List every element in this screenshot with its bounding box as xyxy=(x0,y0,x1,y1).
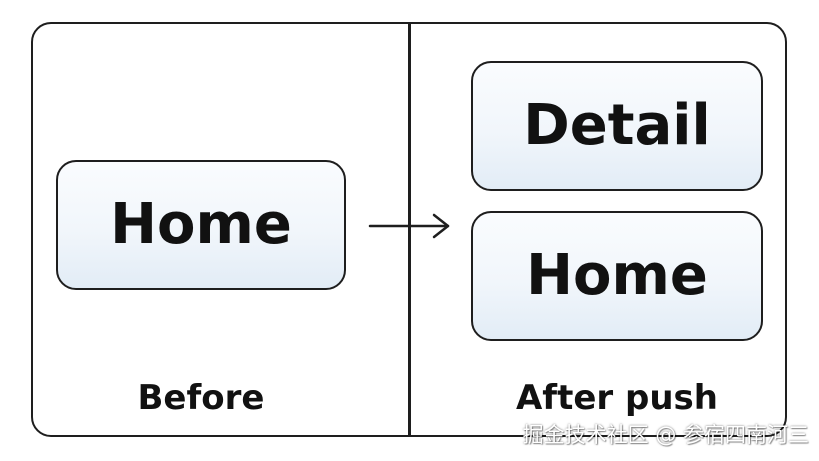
after-caption: After push xyxy=(515,378,718,418)
before-home-label: Home xyxy=(110,192,292,257)
before-caption: Before xyxy=(137,378,265,418)
panel-divider xyxy=(408,23,411,436)
after-home-screen-card: Home xyxy=(471,211,763,341)
after-detail-screen-card: Detail xyxy=(471,61,763,191)
right-arrow-icon xyxy=(368,213,450,239)
after-home-label: Home xyxy=(526,243,708,308)
before-home-screen-card: Home xyxy=(56,160,346,290)
after-detail-label: Detail xyxy=(523,93,711,158)
watermark-text: 掘金技术社区 @ 参宿四南河三 xyxy=(522,423,809,447)
